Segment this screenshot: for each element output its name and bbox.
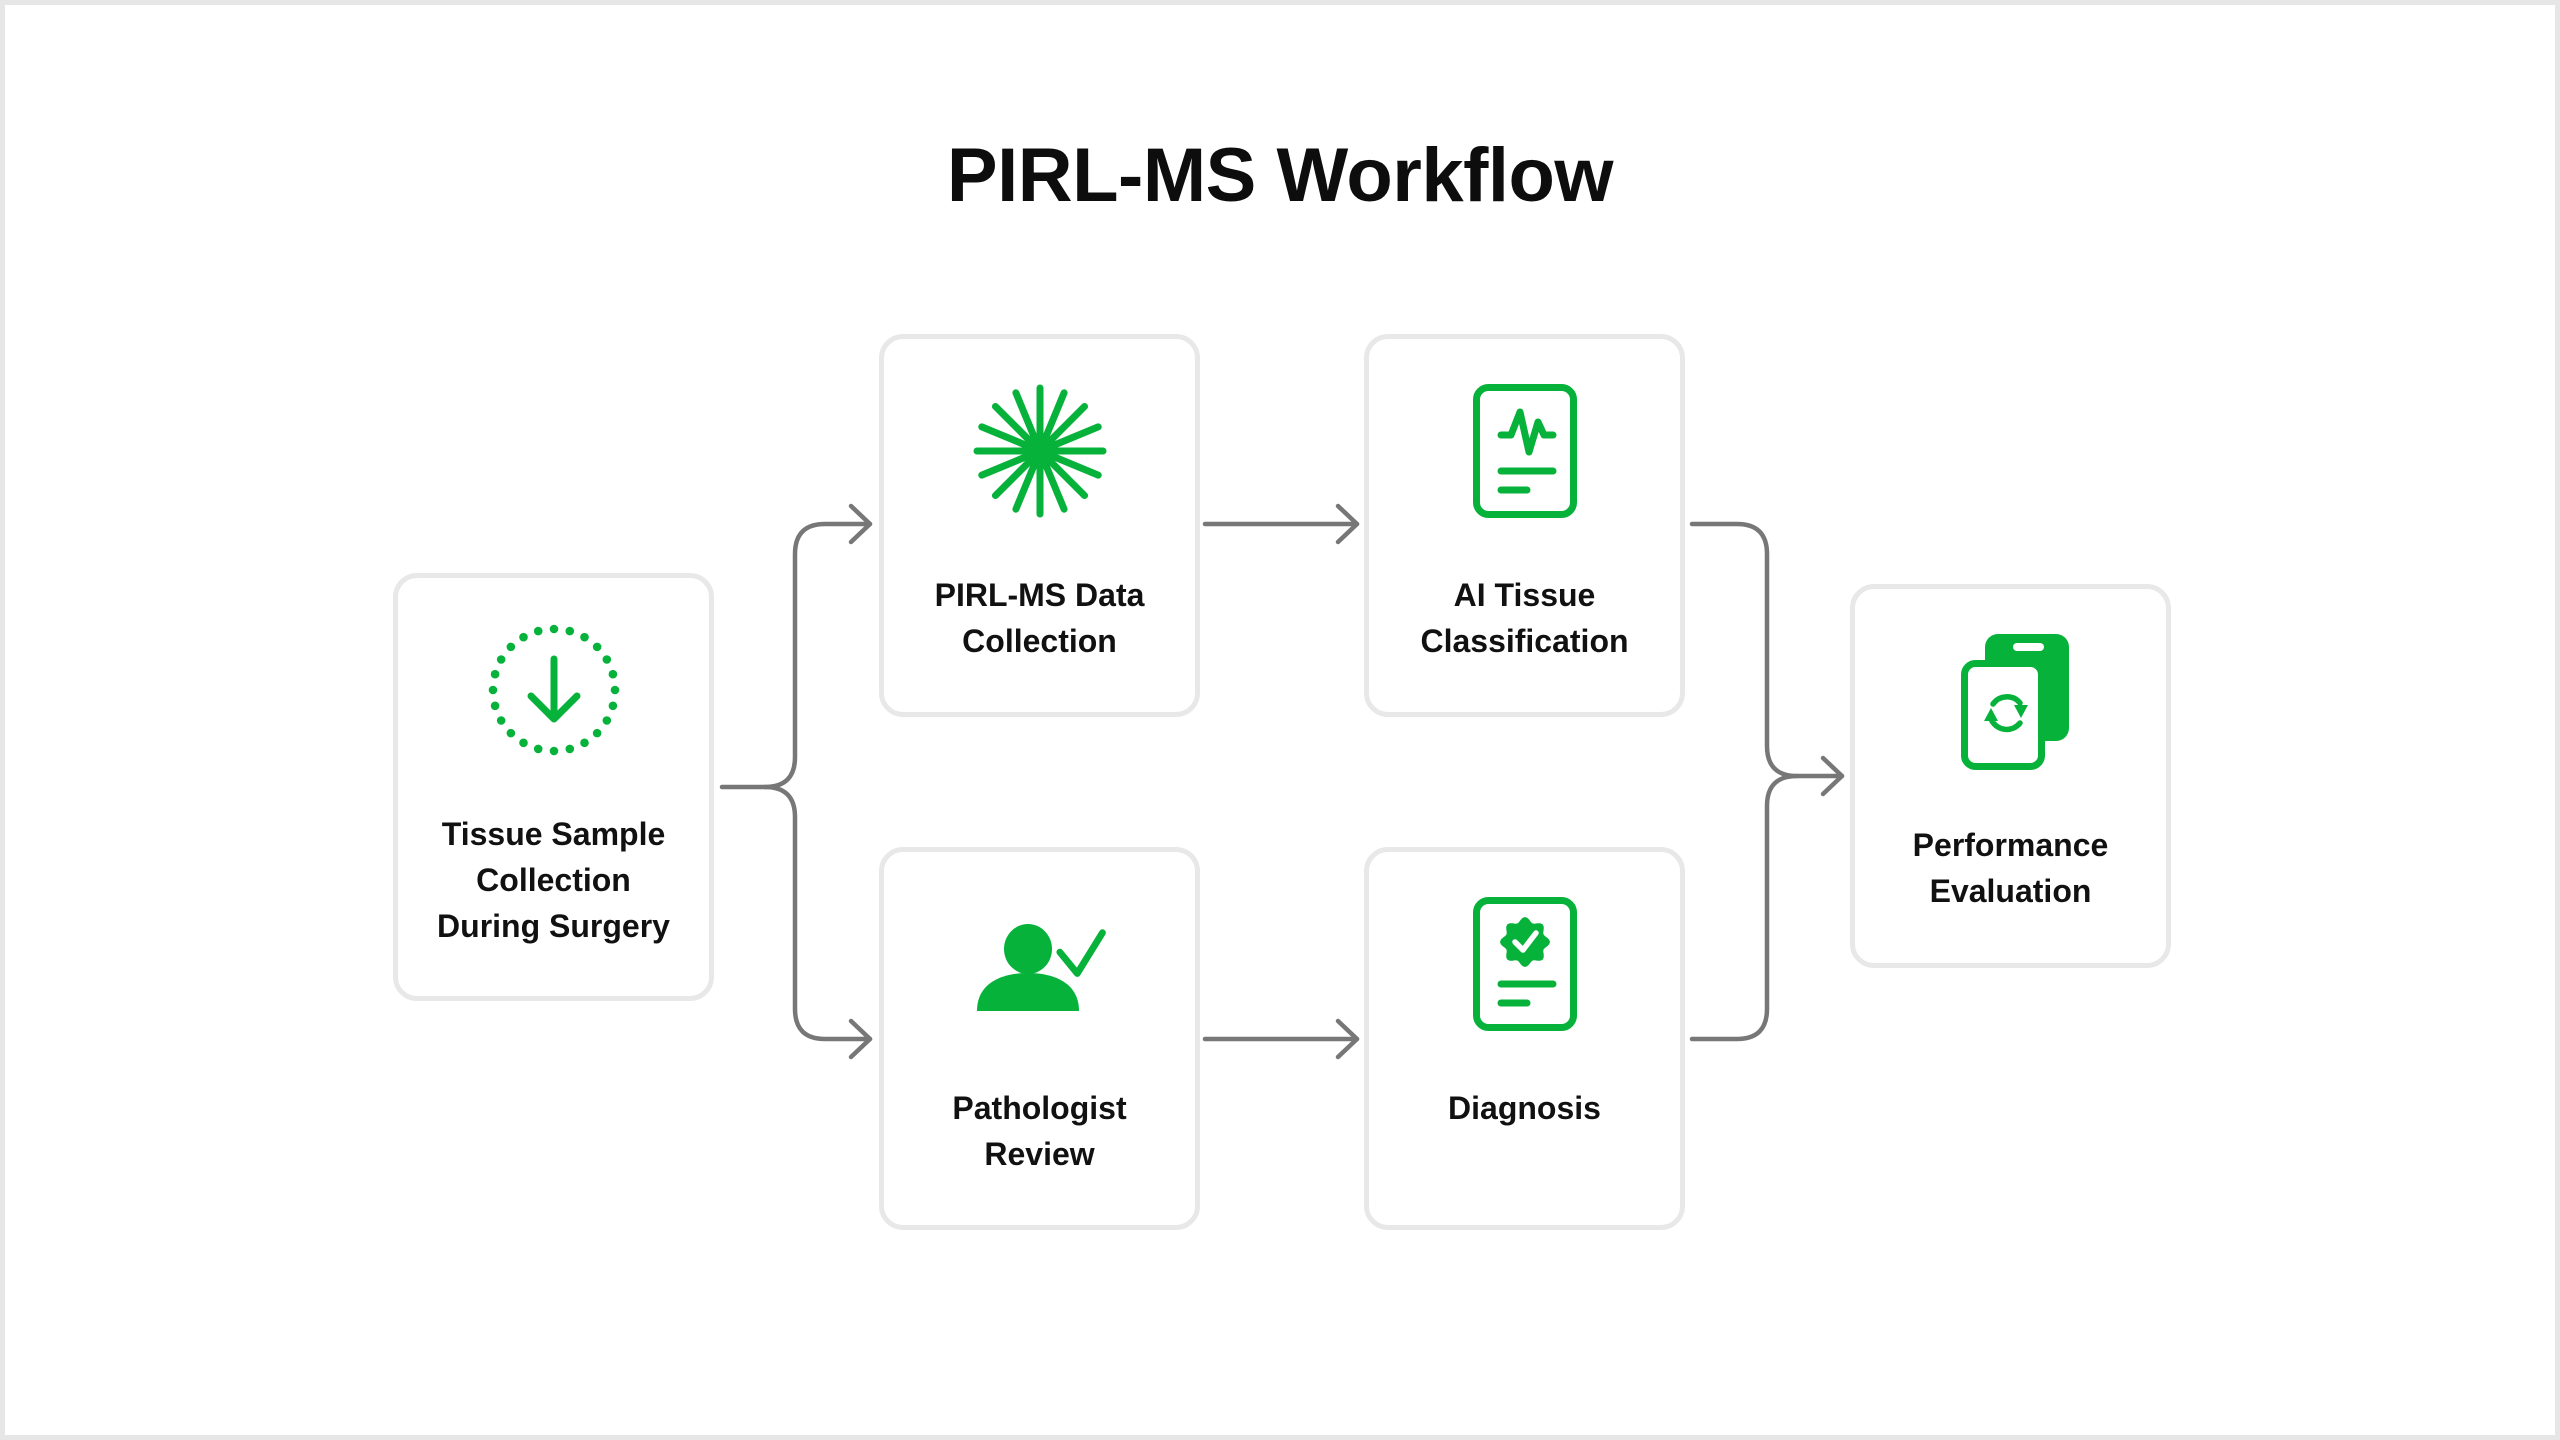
step-card-ai-tissue-classification[interactable]: AI Tissue Classification <box>1364 334 1685 717</box>
dotted-ring-dot <box>592 728 601 738</box>
certified-report-icon <box>1450 889 1600 1039</box>
starburst-ray <box>977 423 1102 479</box>
starburst-icon <box>965 376 1115 526</box>
step-label-line: Tissue Sample <box>441 816 666 852</box>
step-label: Diagnosis <box>1369 1085 1680 1131</box>
step-label-line: PIRL-MS Data <box>934 577 1145 613</box>
step-label-line: Evaluation <box>1929 873 2092 909</box>
diagram-title: PIRL-MS Workflow <box>946 133 1614 218</box>
dotted-ring-dot <box>602 716 611 725</box>
dotted-ring-dot <box>488 685 497 695</box>
dotted-ring-dot <box>490 669 499 679</box>
step-card-diagnosis[interactable]: Diagnosis <box>1364 847 1685 1230</box>
dotted-ring-dot <box>496 716 505 725</box>
dotted-ring-dot <box>549 746 558 756</box>
dotted-ring-dot <box>518 632 528 642</box>
dotted-ring-dot <box>564 744 574 754</box>
step-label-line: Collection <box>962 623 1117 659</box>
step-label-line: Performance <box>1912 827 2109 863</box>
step-label-line: Collection <box>476 862 631 898</box>
dotted-ring-dot <box>602 655 611 664</box>
dotted-ring-dot <box>608 701 617 711</box>
step-card-tissue-sample-collection[interactable]: Tissue Sample Collection During Surgery <box>393 573 714 1001</box>
step-label-line: Classification <box>1420 623 1629 659</box>
user-check-icon <box>965 889 1115 1039</box>
step-card-pirl-ms-data-collection[interactable]: PIRL-MS Data Collection <box>879 334 1200 717</box>
dotted-ring-dot <box>608 669 617 679</box>
step-label-line: AI Tissue <box>1453 577 1596 613</box>
dotted-ring-dot <box>490 701 499 711</box>
step-card-performance-evaluation[interactable]: Performance Evaluation <box>1850 584 2171 968</box>
step-label-line: Diagnosis <box>1448 1090 1601 1126</box>
step-label-line: Review <box>984 1136 1095 1172</box>
dotted-ring-dot <box>579 632 589 642</box>
dotted-ring-dot <box>579 738 589 748</box>
step-label-line: Pathologist <box>952 1090 1127 1126</box>
step-label-line: During Surgery <box>437 908 670 944</box>
dotted-ring-dot <box>564 626 574 636</box>
dotted-ring-dot <box>592 642 601 652</box>
step-label: AI Tissue Classification <box>1369 572 1680 664</box>
step-label: Tissue Sample Collection During Surgery <box>398 811 709 949</box>
dotted-ring-dot <box>610 685 619 695</box>
dotted-ring-dot <box>549 624 558 634</box>
dotted-ring-dot <box>533 626 543 636</box>
dotted-ring-dot <box>496 655 505 664</box>
dotted-ring-dot <box>506 642 515 652</box>
dotted-ring-dot <box>506 728 515 738</box>
step-label: Performance Evaluation <box>1855 822 2166 914</box>
step-label: PIRL-MS Data Collection <box>884 572 1195 664</box>
dotted-circle-download-icon <box>479 615 629 765</box>
step-card-pathologist-review[interactable]: Pathologist Review <box>879 847 1200 1230</box>
dotted-ring-dot <box>518 738 528 748</box>
medical-report-pulse-icon <box>1450 376 1600 526</box>
dotted-ring-dot <box>533 744 543 754</box>
device-sync-icon <box>1936 626 2086 776</box>
step-label: Pathologist Review <box>884 1085 1195 1177</box>
